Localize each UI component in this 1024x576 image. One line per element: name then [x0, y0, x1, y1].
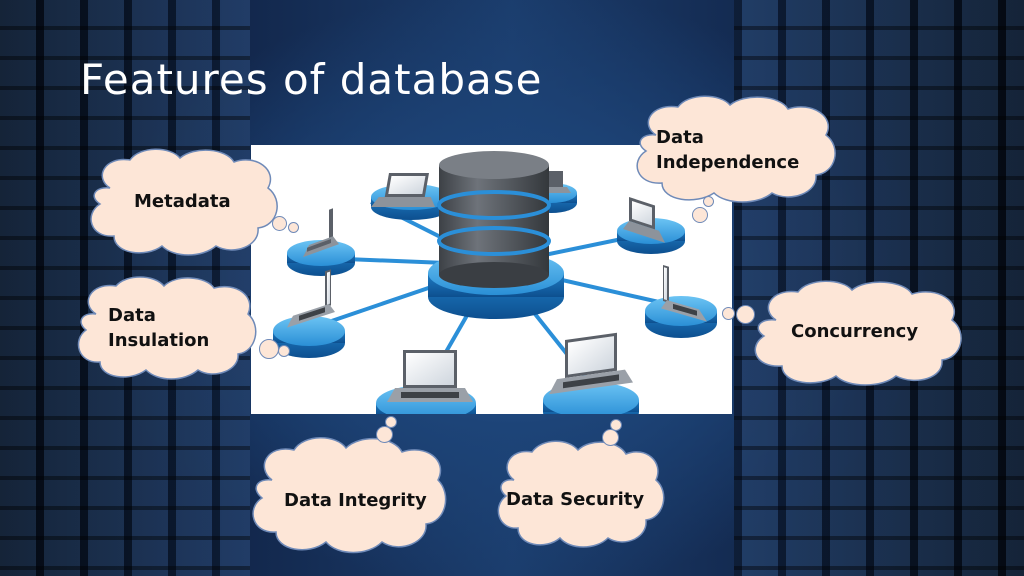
- thought-bubble: [703, 196, 714, 207]
- client-node-disc: [645, 296, 717, 338]
- laptop-icon: [387, 350, 473, 402]
- laptop-icon: [287, 269, 335, 328]
- laptop-icon: [549, 332, 633, 395]
- laptop-icon: [303, 208, 339, 258]
- thought-bubble: [259, 339, 279, 359]
- thought-bubble: [272, 216, 287, 231]
- thought-bubble: [385, 416, 397, 428]
- feature-label-metadata: Metadata: [134, 191, 231, 212]
- thought-bubble: [736, 305, 755, 324]
- database-network-diagram: [251, 145, 732, 414]
- cloud-concurrency: Concurrency: [748, 280, 972, 388]
- feature-label-data-independence: Data Independence: [656, 127, 800, 173]
- feature-label-data-integrity: Data Integrity: [284, 490, 427, 511]
- feature-label-concurrency: Concurrency: [791, 321, 919, 342]
- thought-bubble: [288, 222, 299, 233]
- cloud-data-independence: Data Independence: [630, 95, 844, 205]
- feature-label-data-security: Data Security: [506, 489, 645, 510]
- thought-bubble: [376, 426, 393, 443]
- thought-bubble: [692, 207, 708, 223]
- laptop-icon: [661, 265, 707, 322]
- laptop-icon: [371, 173, 436, 207]
- slide-title: Features of database: [80, 55, 543, 104]
- thought-bubble: [722, 307, 735, 320]
- thought-bubble: [602, 429, 619, 446]
- thought-bubble: [278, 345, 290, 357]
- laptop-icon: [623, 197, 665, 243]
- cloud-data-insulation: Data Insulation: [72, 276, 258, 382]
- database-cylinder-icon: [437, 151, 551, 288]
- feature-label-data-insulation: Data Insulation: [108, 305, 210, 351]
- cloud-data-integrity: Data Integrity: [246, 436, 450, 556]
- thought-bubble: [610, 419, 622, 431]
- cloud-metadata: Metadata: [84, 148, 284, 258]
- cloud-data-security: Data Security: [492, 440, 666, 550]
